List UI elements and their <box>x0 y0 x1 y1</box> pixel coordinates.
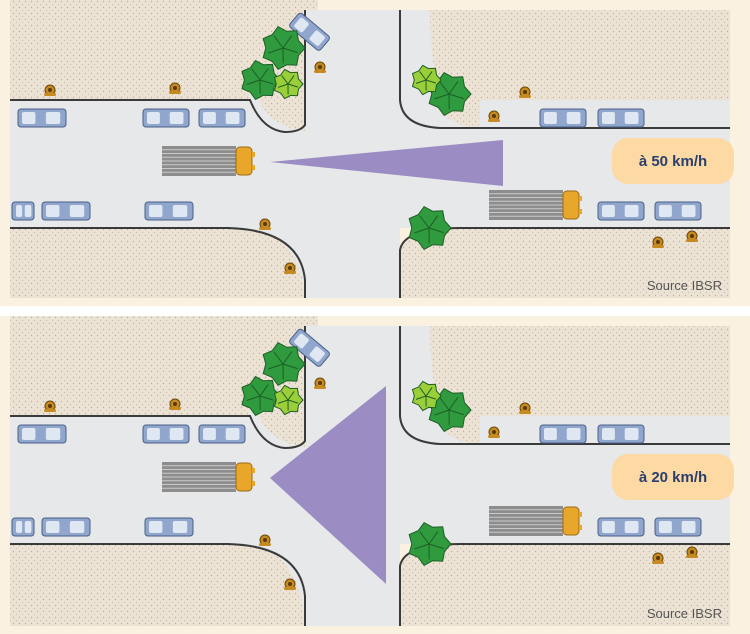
car-icon <box>539 108 587 128</box>
tree-icon <box>408 205 452 251</box>
tree-icon <box>411 64 442 96</box>
truck-icon <box>162 462 255 492</box>
car-icon <box>11 517 35 537</box>
car-icon <box>198 424 246 444</box>
intersection-panel-20: à 20 km/h Source IBSR <box>0 316 750 634</box>
truck-icon <box>162 146 255 176</box>
pedestrian-icon <box>314 61 326 73</box>
tree-icon <box>411 380 442 412</box>
pedestrian-icon <box>314 377 326 389</box>
car-icon <box>41 201 91 221</box>
pedestrian-icon <box>169 82 181 94</box>
sidewalk <box>10 316 318 447</box>
curb-line <box>10 326 306 450</box>
car-icon <box>144 517 194 537</box>
car-icon <box>11 201 35 221</box>
pedestrian-icon <box>44 400 56 412</box>
pedestrian-icon <box>44 84 56 96</box>
car-icon <box>597 108 645 128</box>
speed-badge: à 50 km/h <box>612 138 734 184</box>
tree-icon <box>241 59 281 101</box>
car-icon <box>142 424 190 444</box>
pedestrian-icon <box>686 546 698 558</box>
speed-badge: à 20 km/h <box>612 454 734 500</box>
car-icon <box>41 517 91 537</box>
pedestrian-icon <box>652 552 664 564</box>
intersection-panel-50: à 50 km/h Source IBSR <box>0 0 750 306</box>
pedestrian-icon <box>519 86 531 98</box>
tree-icon <box>428 387 472 433</box>
pedestrian-icon <box>284 578 296 590</box>
tree-icon <box>262 341 306 387</box>
pedestrian-icon <box>686 230 698 242</box>
curb-line <box>399 10 730 129</box>
car-icon <box>597 201 645 221</box>
car-icon <box>142 108 190 128</box>
truck-icon <box>489 506 582 536</box>
car-icon <box>289 12 330 51</box>
intersection-scene <box>0 316 750 634</box>
car-icon <box>289 328 330 367</box>
car-icon <box>144 201 194 221</box>
curb-line <box>10 10 306 134</box>
sidewalk <box>10 0 318 131</box>
tree-icon <box>408 521 452 567</box>
car-icon <box>597 424 645 444</box>
pedestrian-icon <box>488 426 500 438</box>
car-icon <box>17 424 67 444</box>
car-icon <box>654 201 702 221</box>
curb-line <box>10 543 306 626</box>
intersection-scene <box>0 0 750 306</box>
curb-line <box>10 227 306 298</box>
truck-icon <box>489 190 582 220</box>
source-caption: Source IBSR <box>646 278 722 293</box>
tree-icon <box>273 384 304 416</box>
pedestrian-icon <box>519 402 531 414</box>
car-icon <box>654 517 702 537</box>
pedestrian-icon <box>652 236 664 248</box>
car-icon <box>17 108 67 128</box>
source-caption: Source IBSR <box>646 606 722 621</box>
visibility-cone <box>270 140 503 186</box>
pedestrian-icon <box>284 262 296 274</box>
pedestrian-icon <box>488 110 500 122</box>
tree-icon <box>428 71 472 117</box>
tree-icon <box>241 375 281 417</box>
pedestrian-icon <box>169 398 181 410</box>
car-icon <box>597 517 645 537</box>
visibility-cone <box>270 386 386 584</box>
tree-icon <box>273 68 304 100</box>
curb-line <box>399 326 730 445</box>
pedestrian-icon <box>259 218 271 230</box>
car-icon <box>198 108 246 128</box>
pedestrian-icon <box>259 534 271 546</box>
car-icon <box>539 424 587 444</box>
tree-icon <box>262 25 306 71</box>
